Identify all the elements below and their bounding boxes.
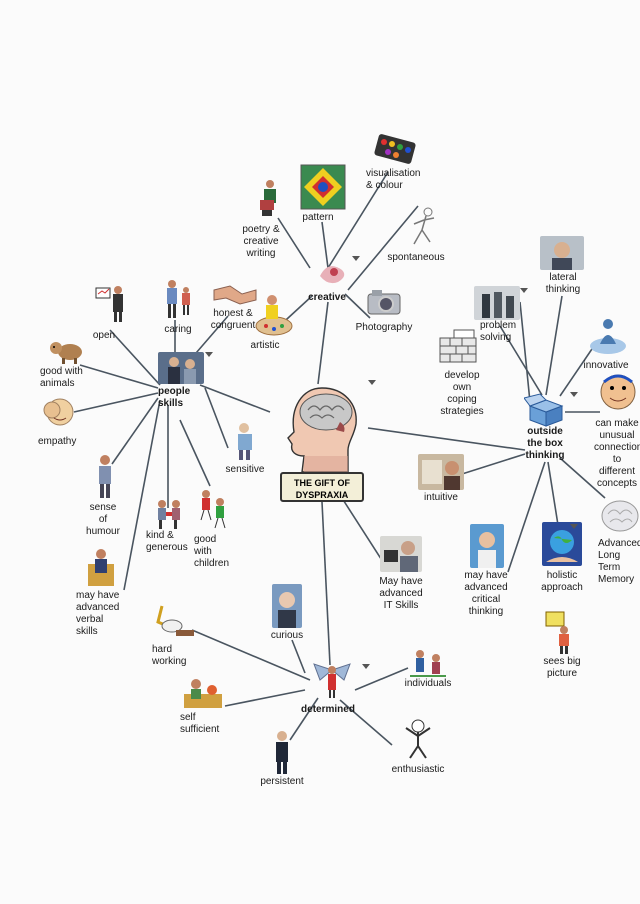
persistent-woman-icon [276,731,288,774]
splash-icon [320,266,345,284]
pattern-tile-icon [300,164,346,210]
meditating-figure-icon [590,319,626,354]
item-caring: caring [164,324,192,335]
item-curious: curious [270,630,304,641]
dropdown-toggle-people[interactable] [205,352,213,357]
dropdown-toggle-center[interactable] [368,380,376,385]
animals-icon [50,342,82,364]
speaker-icon [88,549,114,586]
item-individuals: individuals [404,678,452,689]
running-figure-icon [413,207,435,245]
item-it-skills: May have advanced IT Skills [379,576,423,611]
center-title: THE GIFT OF DYSPRAXIA [280,472,364,502]
item-empathy: empathy [38,436,77,447]
dropdown-toggle-problem[interactable] [520,288,528,293]
item-sense-of-humour: sense of humour [86,502,120,537]
paint-palette-icon [374,134,416,164]
giving-people-icon [158,500,180,529]
stork-worker-icon [156,605,194,636]
brain-head-icon [287,387,357,473]
item-long-term-memory: Advanced Long Term Memory [598,538,640,585]
item-open: open [92,330,116,341]
presenter-icon [95,286,123,322]
item-intuitive: intuitive [424,492,458,503]
person-at-board-icon [545,611,569,654]
item-unusual-connections: can make unusual connections to differen… [594,418,640,489]
dropdown-toggle-holistic[interactable] [570,524,578,529]
camera-icon [367,290,401,315]
dropdown-toggle-outside-box[interactable] [570,392,578,397]
open-box-icon [524,393,564,427]
item-sensitive: sensitive [225,464,265,475]
item-holistic-approach: holistic approach [541,570,583,593]
self-sufficient-icon [184,679,222,708]
brain-memory-icon [601,500,639,532]
computer-user-photo-icon [380,536,422,572]
item-spontaneous: spontaneous [387,252,445,263]
sensitive-figure-icon [238,423,252,460]
item-self-sufficient: self sufficient [180,712,220,735]
item-problem-solving: problem solving [480,320,517,343]
dropdown-toggle-creative[interactable] [352,256,360,261]
problem-solving-photo-icon [474,286,520,320]
item-verbal-skills: may have advanced verbal skills [76,590,120,637]
caring-people-icon [167,280,190,318]
globe-hands-icon [542,522,582,566]
thinker-photo-icon [470,524,504,568]
individuals-icon [410,650,446,677]
brick-wall-icon [439,329,477,363]
item-artistic: artistic [250,340,280,351]
face-puzzle-icon [600,374,636,410]
item-innovative: innovative [583,360,629,371]
hub-creative: creative [308,292,346,303]
item-critical-thinking: may have advanced critical thinking [464,570,508,617]
item-photography: Photography [355,322,413,333]
artist-painting-icon [255,295,293,336]
hub-people-skills: people skills [158,386,191,409]
item-persistent: persistent [260,776,304,787]
item-pattern: pattern [302,212,334,223]
item-honest: honest & congruent [210,308,256,331]
intuitive-photo-icon [418,454,464,490]
dropdown-toggle-determined[interactable] [362,664,370,669]
item-hard-working: hard working [152,644,187,667]
item-lateral-thinking: lateral thinking [545,272,581,295]
item-good-with-children: good with children [194,534,230,569]
item-enthusiastic: enthusiastic [391,764,445,775]
winged-figure-icon [313,663,351,698]
item-kind-generous: kind & generous [146,530,188,553]
person-writing-icon [260,180,276,216]
handshake-icon [213,285,257,305]
enthusiastic-figure-icon [405,719,431,759]
item-poetry: poetry & creative writing [242,224,280,259]
children-playing-icon [200,490,226,529]
thinking-man-photo-icon [540,236,584,270]
item-coping-strategies: develop own coping strategies [440,370,484,417]
hub-outside-the-box: outside the box thinking [525,426,565,461]
hub-determined: determined [301,704,355,715]
item-sees-big-picture: sees big picture [543,656,581,679]
item-good-with-animals: good with animals [40,366,83,389]
standing-person-icon [99,455,111,498]
item-visualisation: visualisation & colour [366,168,421,191]
portrait-photo-icon [272,584,302,628]
people-photo-icon [158,352,204,384]
empathy-faces-icon [43,398,74,426]
